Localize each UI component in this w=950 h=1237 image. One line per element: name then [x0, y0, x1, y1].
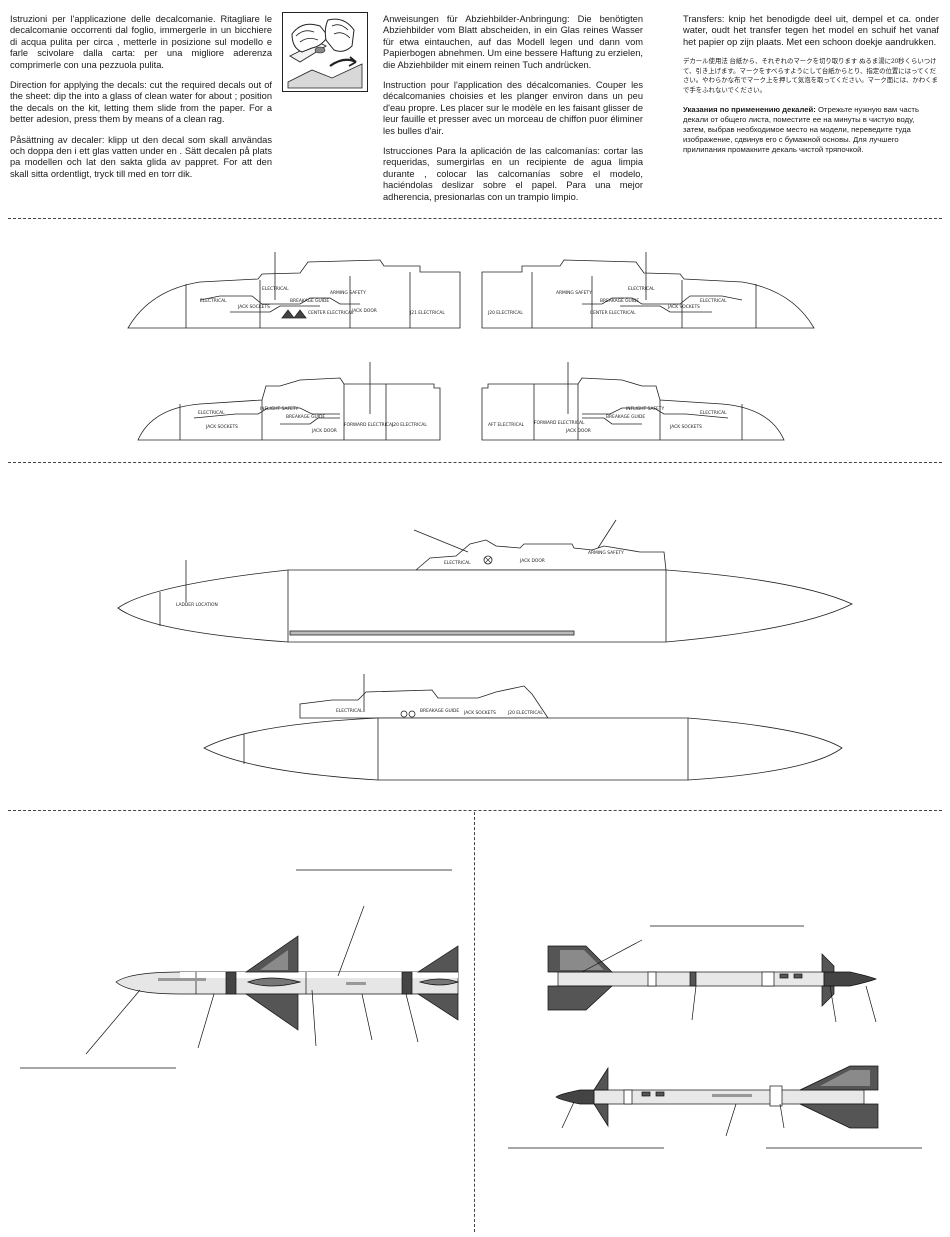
- external-tank-top-stencils: ELECTRICAL ARMING SAFETY JACK DOOR LADDE…: [176, 550, 624, 608]
- section-divider: [8, 218, 942, 219]
- stencil-jack-sockets: JACK SOCKETS: [463, 710, 496, 716]
- stencil-aft-electrical: AFT ELECTRICAL: [488, 422, 525, 428]
- stencil-electrical: ELECTRICAL: [444, 560, 471, 566]
- stencil-jack-door: JACK DOOR: [311, 428, 337, 434]
- stencil-inflight-safety: INFLIGHT SAFETY: [626, 406, 664, 412]
- instructions-english: Direction for applying the decals: cut t…: [10, 80, 272, 125]
- stencil-ladder-location: LADDER LOCATION: [176, 602, 218, 608]
- stencil-j21-electrical: J21 ELECTRICAL: [409, 310, 445, 316]
- section-divider: [8, 462, 942, 463]
- missile-medium-range: [20, 869, 460, 1069]
- instructions-column-left: Istruzioni per l'applicazione delle deca…: [10, 14, 272, 189]
- missile-short-range-upper: [547, 925, 877, 1023]
- conformal-tank-bottom-left-stencils: INFLIGHT SAFETY ELECTRICAL BREAKAGE GUID…: [198, 406, 427, 434]
- stencil-arming-safety: ARMING SAFETY: [330, 290, 366, 296]
- conformal-tank-top-left-stencils: ELECTRICAL ARMING SAFETY BREAKAGE GUIDE …: [200, 286, 445, 316]
- instructions-french: Instruction pour l'application des décal…: [383, 80, 643, 136]
- stencil-center-electrical: CENTER ELECTRICAL: [308, 310, 354, 316]
- stencil-jack-sockets: JACK SOCKETS: [205, 424, 238, 430]
- stencil-center-electrical: CENTER ELECTRICAL: [590, 310, 636, 316]
- instructions-spanish: Istrucciones Para la aplicación de las c…: [383, 146, 643, 202]
- stencil-jack-sockets: JACK SOCKETS: [667, 304, 700, 310]
- external-tank-top: [117, 519, 853, 643]
- russian-body: Отрежьте нужную вам часть декали от обще…: [683, 104, 919, 155]
- stencil-electrical: ELECTRICAL: [700, 298, 727, 304]
- section-divider: [8, 810, 942, 811]
- stencil-electrical: ELECTRICAL: [200, 298, 227, 304]
- stencil-electrical: ELECTRICAL: [628, 286, 655, 292]
- russian-title: Указания по применению декалей:: [683, 104, 816, 114]
- stencil-forward-electrical: FORWARD ELECTRICAL: [344, 422, 395, 428]
- instructions-japanese: デカール使用法 台紙から、それぞれのマークを切り取ります ぬるま湯に20秒くらい…: [683, 58, 938, 94]
- stencil-breakage-guide: BREAKAGE GUIDE: [420, 708, 459, 714]
- stencil-breakage-guide: BREAKAGE GUIDE: [286, 414, 325, 420]
- stencil-arming-safety: ARMING SAFETY: [588, 550, 624, 556]
- conformal-tank-bottom-right-stencils: INFLIGHT SAFETY ELECTRICAL BREAKAGE GUID…: [488, 406, 727, 434]
- stencil-jack-sockets: JACK SOCKETS: [669, 424, 702, 430]
- stencil-j20-electrical: J20 ELECTRICAL: [391, 422, 427, 428]
- stencil-breakage-guide: BREAKAGE GUIDE: [606, 414, 645, 420]
- conformal-tank-top-right-stencils: ELECTRICAL ARMING SAFETY BREAKAGE GUIDE …: [487, 286, 727, 316]
- missile-short-range-lower: [508, 1065, 922, 1149]
- stencil-electrical: ELECTRICAL: [262, 286, 289, 292]
- stencil-electrical: ELECTRICAL: [700, 410, 727, 416]
- stencil-inflight-safety: INFLIGHT SAFETY: [260, 406, 298, 412]
- stencil-arming-safety: ARMING SAFETY: [556, 290, 592, 296]
- conformal-tank-bottom-right: [481, 362, 785, 441]
- stencil-electrical: ELECTRICAL: [198, 410, 225, 416]
- stencil-forward-electrical: FORWARD ELECTRICAL: [534, 420, 585, 426]
- stencil-breakage-guide: BREAKAGE GUIDE: [290, 298, 329, 304]
- stencil-jack-door: JACK DOOR: [519, 558, 545, 564]
- stencil-jack-door: JACK DOOR: [565, 428, 591, 434]
- instructions-column-middle: Anweisungen für Abziehbilder-Anbringung:…: [383, 14, 643, 212]
- decal-application-illustration: [282, 12, 368, 92]
- conformal-tank-bottom-left: [137, 362, 441, 441]
- column-divider: [474, 812, 475, 1232]
- instructions-russian: Указания по применению декалей: Отрежьте…: [683, 105, 939, 156]
- stencil-jack-sockets: JACK SOCKETS: [237, 304, 270, 310]
- conformal-tank-top-left: [127, 252, 461, 329]
- stencil-j20-electrical: J20 ELECTRICAL: [507, 710, 543, 716]
- stencil-jack-door: JACK DOOR: [351, 308, 377, 314]
- instructions-swedish: Påsättning av decaler: klipp ut den deca…: [10, 134, 272, 179]
- external-tank-bottom: [203, 674, 843, 781]
- instructions-dutch: Transfers: knip het benodigde deel uit, …: [683, 14, 939, 47]
- stencil-electrical: ELECTRICAL: [336, 708, 363, 714]
- instructions-german: Anweisungen für Abziehbilder-Anbringung:…: [383, 14, 643, 70]
- external-tank-bottom-stencils: ELECTRICAL BREAKAGE GUIDE JACK SOCKETS J…: [336, 708, 543, 716]
- stencil-j20-electrical: J20 ELECTRICAL: [487, 310, 523, 316]
- conformal-tank-top-right: [481, 252, 815, 329]
- stencil-breakage-guide: BREAKAGE GUIDE: [600, 298, 639, 304]
- instructions-italian: Istruzioni per l'applicazione delle deca…: [10, 14, 272, 70]
- instructions-column-right: Transfers: knip het benodigde deel uit, …: [683, 14, 939, 165]
